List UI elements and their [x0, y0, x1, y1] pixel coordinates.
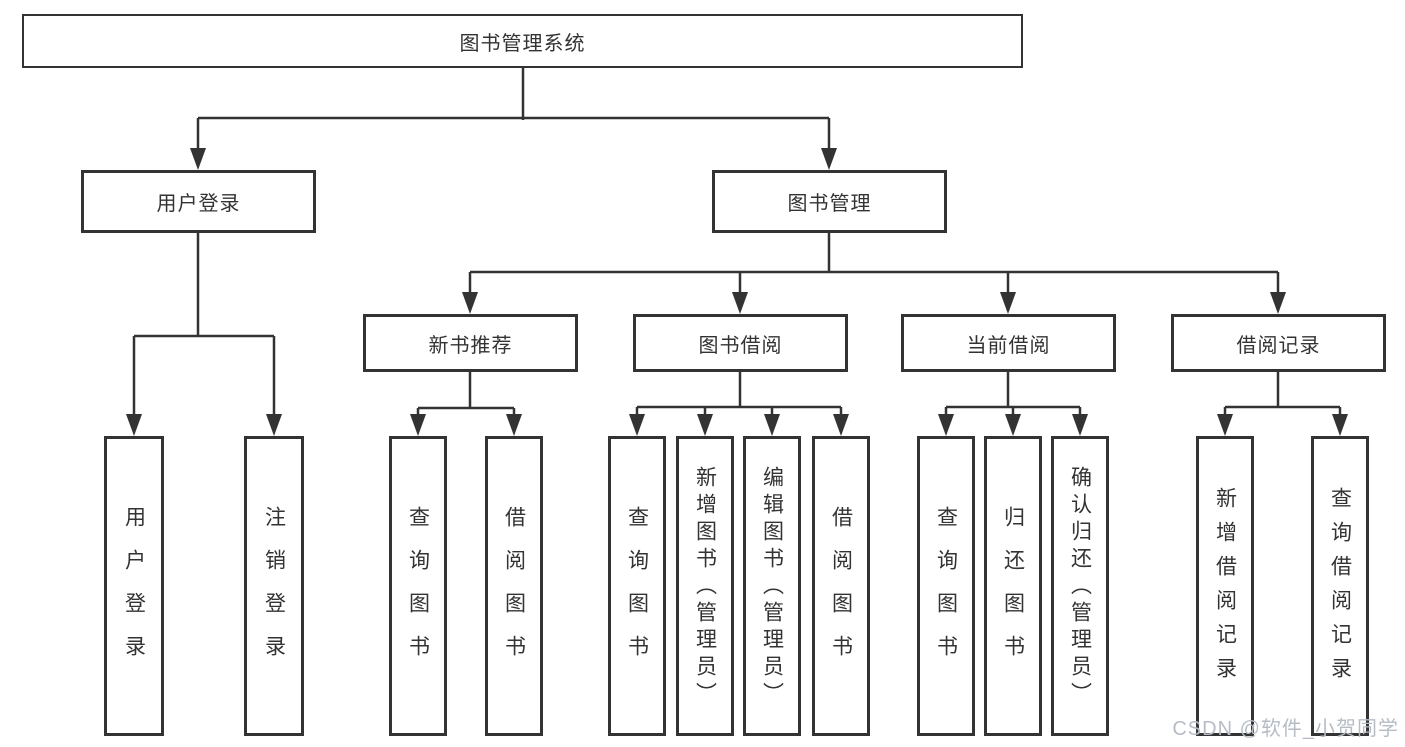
- leaf-logout-label: 注销登录: [262, 505, 286, 678]
- leaf-query-books-current-label: 查询图书: [934, 505, 958, 678]
- csdn-watermark: CSDN @软件_小贺同学: [1172, 718, 1399, 740]
- leaf-query-books-current: 查询图书: [917, 436, 975, 736]
- leaf-confirm-return-admin-label: 确认归还（管理员）: [1068, 466, 1092, 709]
- leaf-user-login-label: 用户登录: [122, 505, 146, 678]
- leaf-query-books-borrowing: 查询图书: [608, 436, 666, 736]
- leaf-edit-book-admin-label: 编辑图书（管理员）: [760, 466, 784, 709]
- node-book-borrowing: 图书借阅: [633, 314, 848, 372]
- leaf-query-books-recommend-label: 查询图书: [406, 505, 430, 678]
- leaf-query-books-borrowing-label: 查询图书: [625, 505, 649, 678]
- leaf-confirm-return-admin: 确认归还（管理员）: [1051, 436, 1109, 736]
- node-new-book-recommendation: 新书推荐: [363, 314, 578, 372]
- arrowheads: [126, 148, 1348, 436]
- node-borrowing-records: 借阅记录: [1171, 314, 1386, 372]
- leaf-query-books-recommend: 查询图书: [389, 436, 447, 736]
- leaf-borrow-books-borrowing: 借阅图书: [812, 436, 870, 736]
- leaf-return-books-label: 归还图书: [1001, 505, 1025, 678]
- tree-edges: [132, 68, 1342, 418]
- leaf-add-book-admin: 新增图书（管理员）: [676, 436, 734, 736]
- leaf-add-borrow-record: 新增借阅记录: [1196, 436, 1254, 736]
- node-user-login-module: 用户登录: [81, 170, 316, 233]
- leaf-borrow-books-recommend: 借阅图书: [485, 436, 543, 736]
- leaf-user-login: 用户登录: [104, 436, 164, 736]
- leaf-query-borrow-record-label: 查询借阅记录: [1328, 487, 1352, 691]
- node-book-management-module: 图书管理: [712, 170, 947, 233]
- leaf-logout: 注销登录: [244, 436, 304, 736]
- leaf-edit-book-admin: 编辑图书（管理员）: [743, 436, 801, 736]
- leaf-add-borrow-record-label: 新增借阅记录: [1213, 487, 1237, 691]
- node-current-borrowing: 当前借阅: [901, 314, 1116, 372]
- leaf-query-borrow-record: 查询借阅记录: [1311, 436, 1369, 736]
- leaf-borrow-books-borrowing-label: 借阅图书: [829, 505, 853, 678]
- leaf-return-books: 归还图书: [984, 436, 1042, 736]
- leaf-borrow-books-recommend-label: 借阅图书: [502, 505, 526, 678]
- leaf-add-book-admin-label: 新增图书（管理员）: [693, 466, 717, 709]
- node-root-system: 图书管理系统: [22, 14, 1023, 68]
